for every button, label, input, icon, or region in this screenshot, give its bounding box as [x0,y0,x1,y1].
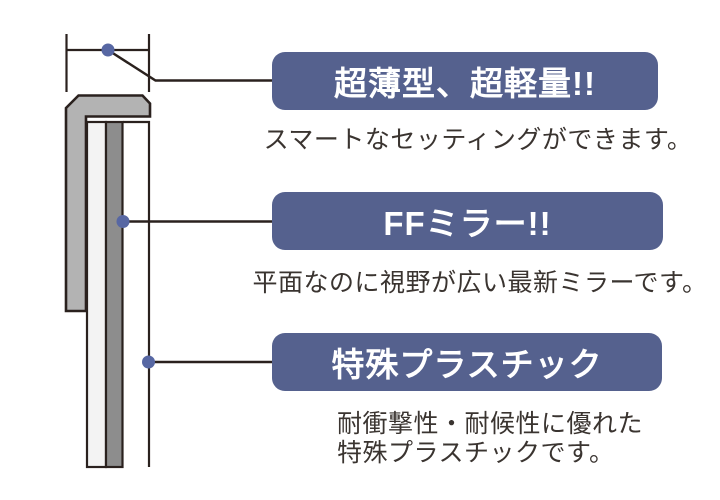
plastic-layer-shape [85,120,108,469]
callout-dot-1 [101,43,115,57]
feature-badge-ultrathin: 超薄型、超軽量!! [272,52,658,110]
feature-desc-special-plastic-line1: 耐衝撃性・耐候性に優れた [337,410,644,438]
mirror-layer-shape [104,120,124,469]
feature-badge-special-plastic: 特殊プラスチック [272,333,662,391]
feature-desc-special-plastic: 耐衝撃性・耐候性に優れた 特殊プラスチックです。 [337,410,643,468]
callout-dot-2 [116,215,130,228]
feature-desc-special-plastic-line2: 特殊プラスチックです。 [337,439,615,467]
frame-profile-shape [64,94,152,313]
callout-dot-3 [142,355,155,369]
leader-line-1 [107,48,272,82]
front-surface-line [123,120,151,467]
feature-badge-ff-mirror: FFミラー!! [272,192,663,250]
feature-desc-ultrathin: スマートなセッティングができます。 [263,126,693,154]
feature-desc-ff-mirror: 平面なのに視野が広い最新ミラーです。 [252,269,708,297]
